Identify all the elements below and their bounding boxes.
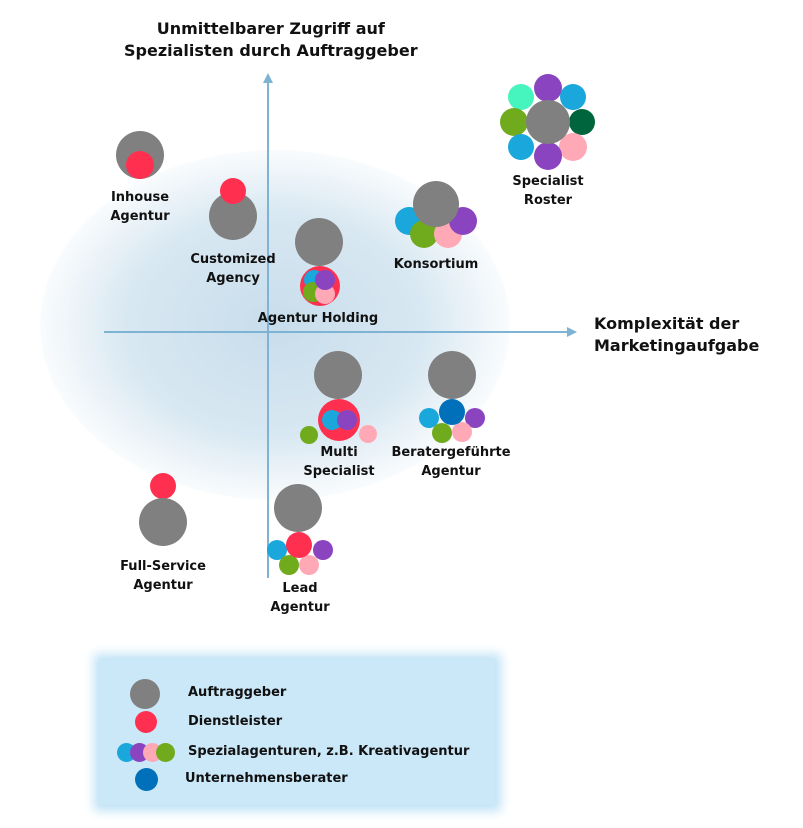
- spezialagentur-bubble: [534, 74, 562, 102]
- legend-label: Unternehmensberater: [185, 771, 348, 786]
- spezialagentur-bubble: [337, 410, 357, 430]
- auftraggeber-bubble: [209, 192, 257, 240]
- auftraggeber-bubble: [274, 484, 322, 532]
- cluster-lead: [267, 484, 333, 575]
- label-multi: Multi Specialist: [303, 445, 375, 479]
- auftraggeber-bubble: [295, 218, 343, 266]
- spezialagentur-bubble: [569, 109, 595, 135]
- cluster-inhouse: [116, 131, 164, 179]
- spezialagentur-bubble: [465, 408, 485, 428]
- label-customized: Customized Agency: [190, 252, 276, 286]
- auftraggeber-swatch: [130, 679, 160, 709]
- legend-label: Dienstleister: [188, 714, 283, 729]
- auftraggeber-bubble: [139, 498, 187, 546]
- auftraggeber-bubble: [526, 100, 570, 144]
- dienstleister-bubble: [126, 151, 154, 179]
- legend-item-spezialagenturen: Spezialagenturen, z.B. Kreativagentur: [100, 740, 495, 764]
- dienstleister-bubble: [220, 178, 246, 204]
- spezialagentur-bubble: [299, 555, 319, 575]
- cluster-multi: [300, 351, 377, 444]
- dienstleister-swatch: [135, 711, 157, 733]
- cluster-customized: [209, 178, 257, 240]
- auftraggeber-bubble: [428, 351, 476, 399]
- cluster-roster: [500, 74, 595, 170]
- legend: Auftraggeber Dienstleister Spezialagentu…: [100, 660, 495, 805]
- label-konsortium: Konsortium: [393, 257, 479, 272]
- spezialagentur-bubble: [322, 410, 342, 430]
- dienstleister-bubble: [286, 532, 312, 558]
- spezialagentur-bubble: [419, 408, 439, 428]
- unternehmensberater-bubble: [439, 399, 465, 425]
- spezialagentur-bubble: [279, 555, 299, 575]
- spezialagentur-bubble: [508, 84, 534, 110]
- spezial-green-swatch: [156, 743, 175, 762]
- label-fullservice: Full-Service Agentur: [120, 559, 206, 593]
- spezialagentur-bubble: [452, 422, 472, 442]
- legend-item-unternehmensberater: Unternehmensberater: [100, 767, 495, 791]
- spezialagentur-bubble: [315, 270, 335, 290]
- label-lead: Lead Agentur: [270, 581, 330, 615]
- spezialagentur-bubble: [508, 134, 534, 160]
- spezialagentur-bubble: [359, 425, 377, 443]
- legend-item-dienstleister: Dienstleister: [100, 710, 495, 734]
- spezialagentur-bubble: [315, 284, 335, 304]
- unternehmensberater-swatch: [135, 768, 158, 791]
- legend-label: Spezialagenturen, z.B. Kreativagentur: [188, 744, 470, 759]
- cluster-fullservice: [139, 473, 187, 546]
- dienstleister-bubble: [150, 473, 176, 499]
- spezialagentur-bubble: [410, 220, 438, 248]
- spezialagentur-bubble: [267, 540, 287, 560]
- spezialagentur-bubble: [313, 540, 333, 560]
- legend-label: Auftraggeber: [188, 685, 287, 700]
- spezialagentur-bubble: [560, 84, 586, 110]
- spezialagentur-bubble: [500, 108, 528, 136]
- spezialagentur-bubble: [559, 133, 587, 161]
- label-berater: Beratergeführte Agentur: [391, 445, 511, 479]
- label-holding: Agentur Holding: [257, 311, 379, 326]
- spezialagentur-bubble: [432, 423, 452, 443]
- legend-item-auftraggeber: Auftraggeber: [100, 679, 495, 709]
- x-axis-title: Komplexität der Marketingaufgabe: [594, 314, 760, 355]
- cluster-konsortium: [395, 181, 477, 248]
- y-axis-title: Unmittelbarer Zugriff auf Spezialisten d…: [124, 19, 418, 60]
- spezialagentur-bubble: [534, 142, 562, 170]
- auftraggeber-bubble: [314, 351, 362, 399]
- label-inhouse: Inhouse Agentur: [110, 190, 170, 224]
- spezialagentur-bubble: [300, 426, 318, 444]
- cluster-berater: [419, 351, 485, 443]
- auftraggeber-bubble: [413, 181, 459, 227]
- cluster-holding: [295, 218, 343, 306]
- label-roster: Specialist Roster: [512, 174, 584, 208]
